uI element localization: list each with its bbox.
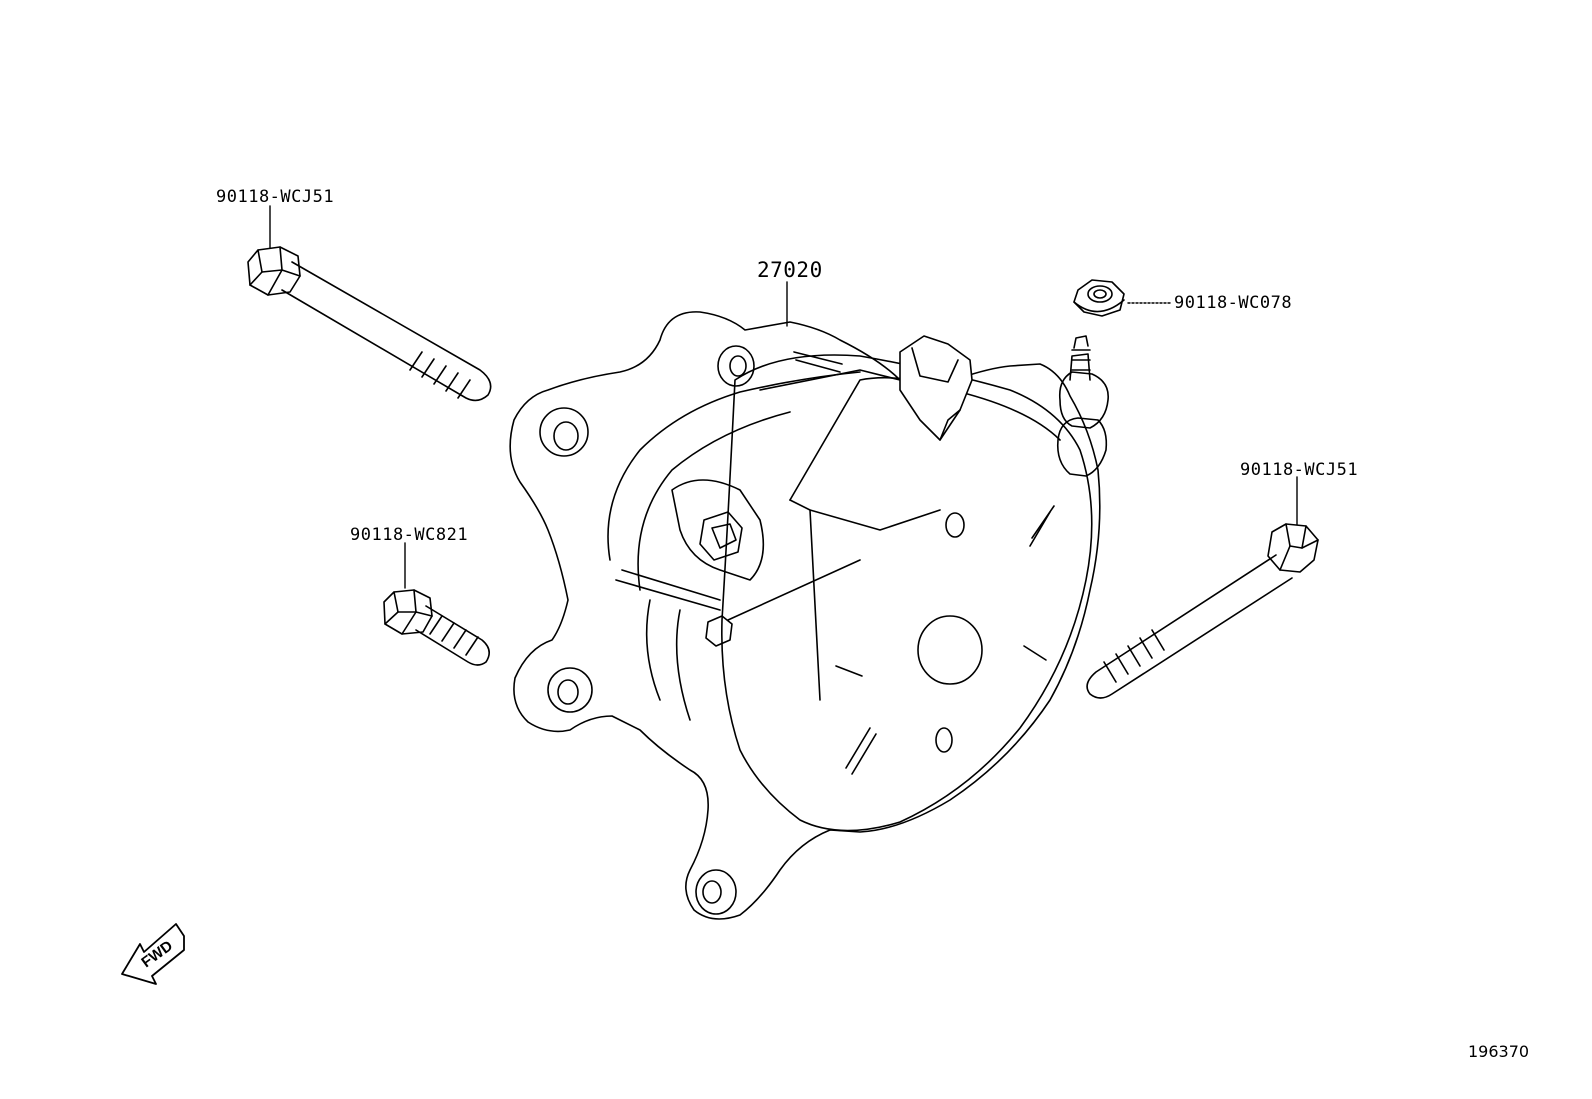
bolt-right-long-drawing <box>1087 524 1318 698</box>
alternator-drawing <box>510 312 1108 919</box>
bolt-left-long-drawing <box>248 247 491 400</box>
callout-main-part: 27020 <box>757 258 823 282</box>
leader-lines <box>270 206 1297 588</box>
callout-bolt-left-short: 90118-WC821 <box>350 525 469 545</box>
figure-id: 196370 <box>1468 1042 1530 1061</box>
nut-terminal-drawing <box>1074 280 1124 316</box>
fwd-arrow-icon: FWD <box>122 924 184 984</box>
callout-bolt-left-long: 90118-WCJ51 <box>216 187 335 207</box>
bolt-left-short-drawing <box>384 590 489 665</box>
callout-bolt-right-long: 90118-WCJ51 <box>1240 460 1359 480</box>
callout-nut-terminal: 90118-WC078 <box>1174 293 1293 313</box>
